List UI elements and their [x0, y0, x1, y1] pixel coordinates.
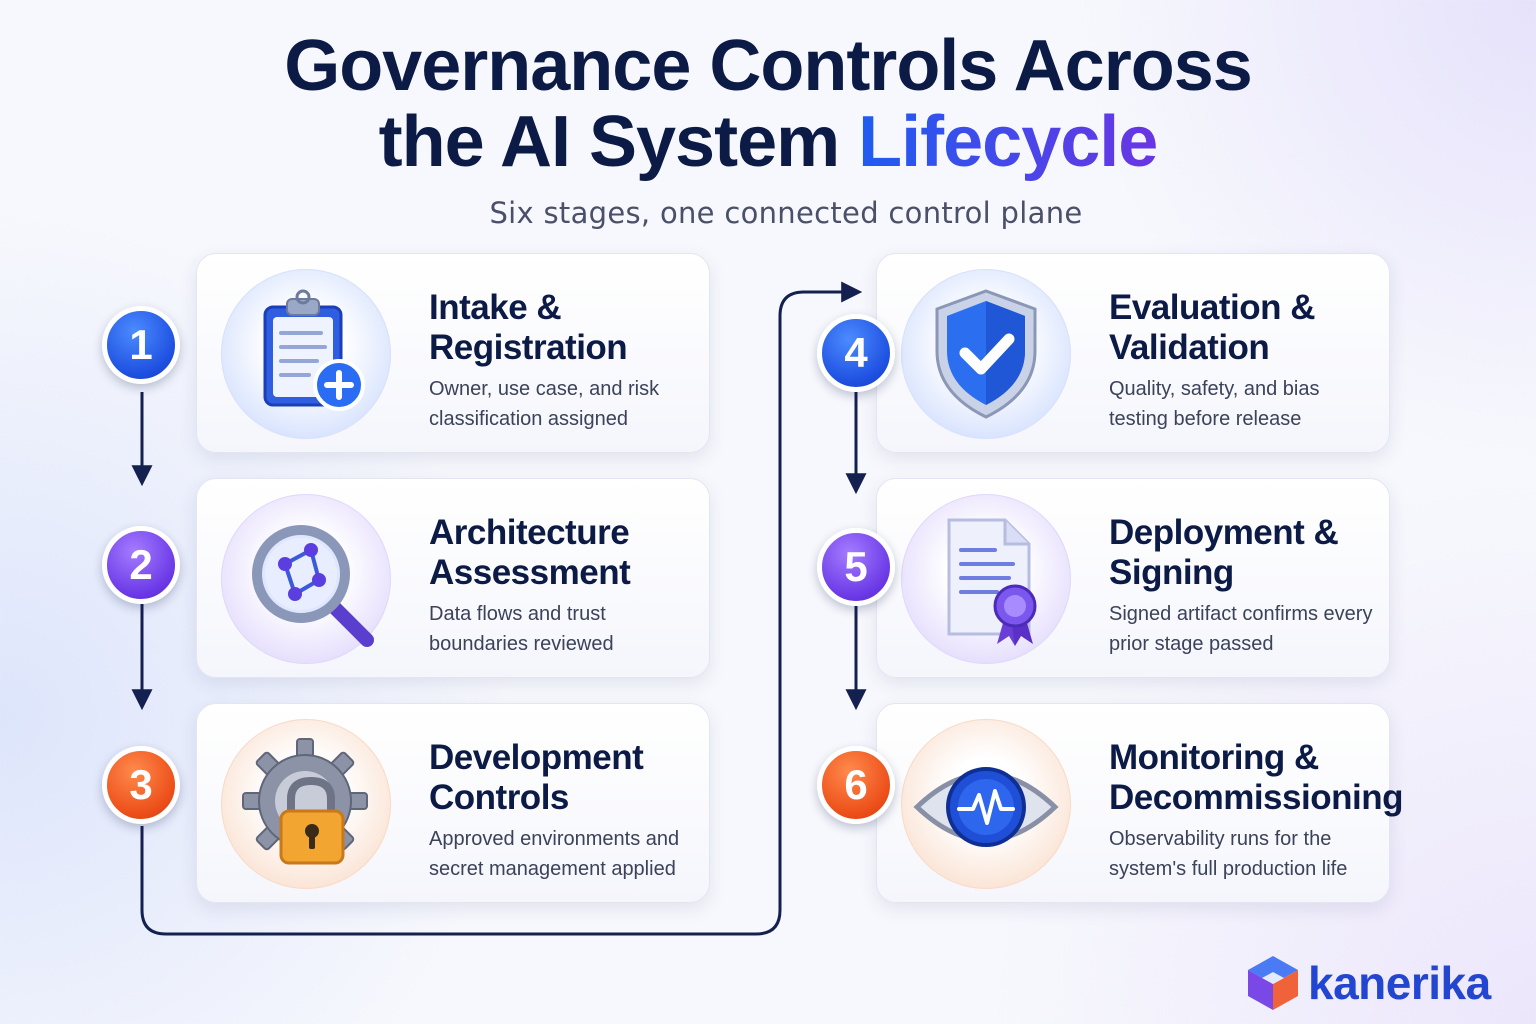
- stage-description: Quality, safety, and bias testing before…: [1109, 378, 1320, 430]
- title-line-1: Governance Controls Across: [284, 26, 1253, 106]
- stage-title: Evaluation & Validation: [1109, 288, 1315, 367]
- stage-description: Signed artifact confirms every prior sta…: [1109, 603, 1373, 655]
- cube-logo-icon: [1248, 956, 1298, 1010]
- stage-description: Observability runs for the system's full…: [1109, 828, 1348, 880]
- page-title: Governance Controls Across the AI System…: [0, 28, 1536, 180]
- stage-card-deployment: Deployment & Signing Signed artifact con…: [876, 478, 1390, 678]
- brand-name: kanerika: [1308, 957, 1491, 1009]
- stage-number-badge: 3: [102, 746, 180, 824]
- connector-3-4: [140, 281, 863, 936]
- stage-title: Intake & Registration: [429, 288, 628, 367]
- stage-card-intake: Intake & Registration Owner, use case, a…: [196, 253, 710, 453]
- title-line-2: the AI System Lifecycle: [0, 104, 1536, 180]
- stage-card-monitoring: Monitoring & Decommissioning Observabili…: [876, 703, 1403, 903]
- brand-logo: kanerika: [1246, 954, 1506, 1014]
- stage-number-badge: 1: [102, 306, 180, 384]
- stage-description: Owner, use case, and risk classification…: [429, 378, 660, 430]
- stage-description: Approved environments and secret managem…: [429, 828, 680, 880]
- eye-pulse-icon: [901, 719, 1071, 889]
- stage-title: Development Controls: [429, 738, 644, 817]
- document-seal-icon: [901, 494, 1071, 664]
- stage-number-badge: 4: [817, 314, 895, 392]
- stage-number-badge: 6: [817, 746, 895, 824]
- stage-card-evaluation: Evaluation & Validation Quality, safety,…: [876, 253, 1390, 453]
- stage-description: Data flows and trust boundaries reviewed: [429, 603, 614, 655]
- stage-number-badge: 5: [817, 528, 895, 606]
- title-accent-word: Lifecycle: [858, 102, 1158, 182]
- stage-title: Monitoring & Decommissioning: [1109, 738, 1403, 817]
- gear-lock-icon: [221, 719, 391, 889]
- stage-title: Deployment & Signing: [1109, 513, 1339, 592]
- stage-card-development: Development Controls Approved environmen…: [196, 703, 710, 903]
- clipboard-add-icon: [221, 269, 391, 439]
- stage-title: Architecture Assessment: [429, 513, 631, 592]
- shield-check-icon: [901, 269, 1071, 439]
- magnifier-network-icon: [221, 494, 391, 664]
- page-subtitle: Six stages, one connected control plane: [489, 196, 1083, 230]
- stage-card-architecture: Architecture Assessment Data flows and t…: [196, 478, 710, 678]
- title-line-2-prefix: the AI System: [378, 102, 859, 182]
- stage-number-badge: 2: [102, 526, 180, 604]
